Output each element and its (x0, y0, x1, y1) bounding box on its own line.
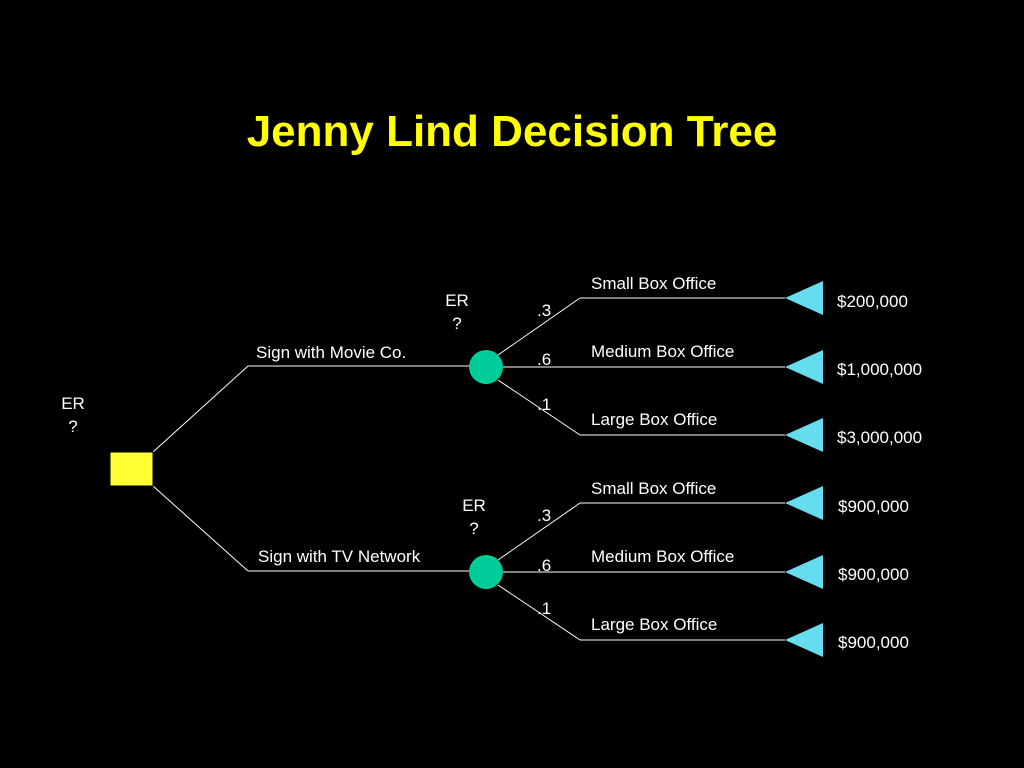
b2-o2-payoff: $900,000 (838, 565, 909, 584)
terminal-node-b1-o3 (785, 418, 823, 452)
terminal-node-b1-o2 (785, 350, 823, 384)
slide-title: Jenny Lind Decision Tree (246, 107, 778, 156)
chance-node-1 (469, 350, 503, 384)
b1-o3-label: Large Box Office (591, 410, 717, 429)
decision-node (109, 451, 154, 487)
edge-b2-o3 (497, 584, 581, 641)
terminal-node-b1-o1 (785, 281, 823, 315)
b1-o2-payoff: $1,000,000 (837, 360, 922, 379)
b1-o1-label: Small Box Office (591, 274, 716, 293)
branch-2-er-value: ? (469, 519, 478, 538)
root-er-value: ? (68, 417, 77, 436)
branch-1-er-label: ER (445, 291, 469, 310)
b1-o3-probability: .1 (537, 395, 551, 414)
chance-node-2 (469, 555, 503, 589)
b1-o2-probability: .6 (537, 350, 551, 369)
b2-o1-payoff: $900,000 (838, 497, 909, 516)
edge-root-branch-2 (152, 485, 249, 572)
branch-1-er-value: ? (452, 314, 461, 333)
edge-root-branch-1 (152, 365, 249, 453)
b1-o2-label: Medium Box Office (591, 342, 734, 361)
b2-o3-probability: .1 (537, 599, 551, 618)
branch-2-er-label: ER (462, 496, 486, 515)
terminal-node-b2-o1 (785, 486, 823, 520)
terminal-node-b2-o3 (785, 623, 823, 657)
b2-o2-label: Medium Box Office (591, 547, 734, 566)
edge-b1-o1 (497, 297, 581, 356)
b1-o1-probability: .3 (537, 301, 551, 320)
b1-o1-payoff: $200,000 (837, 292, 908, 311)
branch-2-label: Sign with TV Network (258, 547, 421, 566)
b2-o1-probability: .3 (537, 506, 551, 525)
b2-o1-label: Small Box Office (591, 479, 716, 498)
terminal-node-b2-o2 (785, 555, 823, 589)
edge-b2-o1 (497, 502, 581, 561)
b2-o3-payoff: $900,000 (838, 633, 909, 652)
b2-o2-probability: .6 (537, 556, 551, 575)
b1-o3-payoff: $3,000,000 (837, 428, 922, 447)
root-er-label: ER (61, 394, 85, 413)
branch-1-label: Sign with Movie Co. (256, 343, 406, 362)
b2-o3-label: Large Box Office (591, 615, 717, 634)
edge-b1-o3 (497, 379, 581, 436)
